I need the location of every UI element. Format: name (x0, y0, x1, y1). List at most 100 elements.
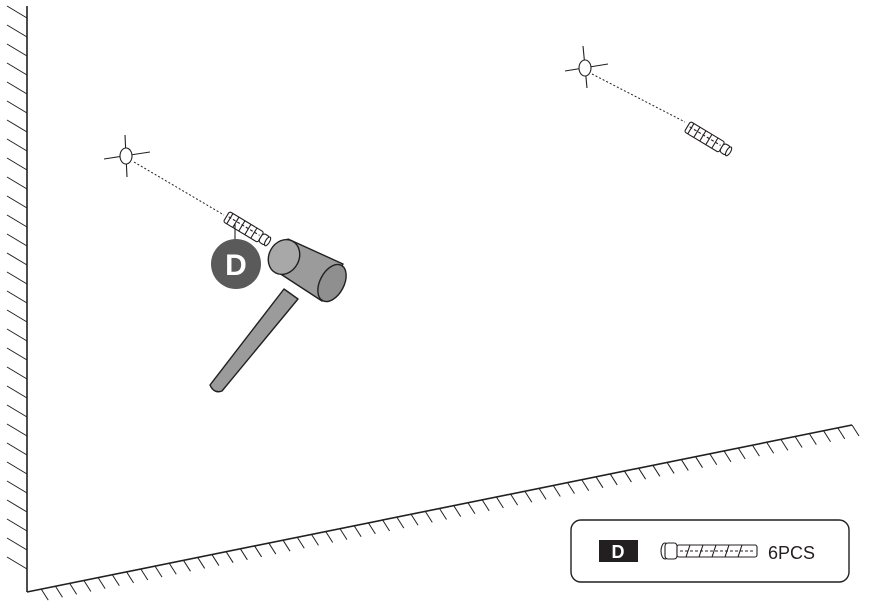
wall-hatch-mark (6, 119, 28, 133)
floor-hatch-mark (325, 531, 334, 543)
floor-hatch-mark (510, 493, 519, 506)
floor-hatch-mark (752, 444, 760, 457)
floor-hatch-mark (481, 499, 490, 512)
floor-hatch-mark (638, 467, 647, 480)
floor-hatch-mark (339, 528, 348, 540)
callout-label: D (225, 249, 247, 282)
floor-hatch-mark (737, 447, 746, 460)
floor-hatch-mark (55, 585, 63, 598)
floor-hatch-mark (851, 424, 860, 437)
floor-hatch-mark (680, 459, 689, 471)
floor-hatch-mark (467, 502, 476, 515)
wall-hatch-mark (6, 138, 28, 152)
floor-hatch-mark (609, 473, 618, 486)
floor-hatch-mark (794, 436, 803, 448)
floor-hatch-mark (709, 453, 718, 466)
floor-hatch-mark (581, 479, 590, 491)
floor-hatch-mark (69, 583, 78, 595)
wall-anchor-icon (223, 211, 272, 247)
floor-hatch-mark (780, 439, 789, 451)
floor-hatch-mark (837, 427, 846, 440)
guide-line-right (591, 73, 686, 123)
wall-hatch-mark (6, 366, 28, 380)
floor-hatch-mark (808, 433, 817, 445)
crosshair-icon (103, 134, 151, 178)
floor-hatch-mark (695, 456, 703, 468)
wall-hatch-mark (6, 556, 28, 570)
parts-legend: D 6PCS (570, 519, 850, 583)
floor-hatch-mark (396, 516, 405, 529)
wall-hatch-mark (6, 214, 28, 228)
wall-hatch-mark (6, 518, 28, 532)
floor-hatch-mark (723, 450, 732, 463)
legend-quantity: 6PCS (768, 543, 815, 563)
floor-hatch-mark (168, 562, 177, 575)
wall-hatch-mark (6, 290, 28, 304)
floor-hatch-mark (197, 557, 206, 569)
floor-hatch-mark (424, 511, 433, 523)
drill-point-right (564, 45, 733, 157)
wall-hatch-mark (6, 309, 28, 323)
floor-hatch-mark (652, 465, 661, 477)
wall-hatch-mark (6, 404, 28, 418)
wall-hatch-mark (6, 423, 28, 437)
hammer-icon (209, 238, 347, 393)
floor-hatch-mark (282, 539, 291, 552)
floor-hatch-mark (353, 525, 362, 538)
wall-hatch-mark (6, 195, 28, 209)
legend-part-label: D (612, 542, 625, 562)
floor-hatch-mark (623, 470, 632, 483)
wall-hatch-mark (6, 537, 28, 551)
floor-hatch-mark (239, 548, 248, 561)
floor-hatch-mark (453, 505, 462, 517)
wall-hatch-mark (6, 252, 28, 266)
floor-edge (26, 424, 860, 601)
wall-hatch-mark (6, 385, 28, 399)
floor-hatch-mark (268, 542, 277, 555)
floor-hatch-mark (538, 488, 547, 500)
wall-hatch-mark (6, 347, 28, 361)
floor-hatch-mark (524, 490, 533, 503)
guide-line-left (133, 161, 225, 216)
wall-hatch-mark (6, 461, 28, 475)
floor-hatch-mark (140, 568, 149, 581)
wall-hatch-mark (6, 100, 28, 114)
floor-hatch-mark (823, 430, 831, 443)
wall-edge (6, 5, 28, 592)
wall-hatch-mark (6, 233, 28, 247)
wall-hatch-mark (6, 24, 28, 38)
wall-hatch-mark (6, 480, 28, 494)
callout-d: D (211, 224, 261, 289)
floor-hatch-mark (410, 513, 419, 526)
wall-hatch-mark (6, 176, 28, 190)
floor-hatch-mark (211, 554, 220, 566)
floor-hatch-mark (225, 551, 234, 563)
floor-hatch-mark (567, 482, 575, 494)
crosshair-icon (564, 45, 609, 89)
floor-hatch-mark (154, 565, 163, 578)
wall-anchor-icon (684, 121, 733, 157)
floor-hatch-mark (97, 577, 106, 589)
floor-hatch-mark (126, 571, 134, 584)
floor-hatch-mark (666, 462, 675, 474)
wall-hatch-mark (6, 271, 28, 285)
floor-hatch-mark (311, 534, 319, 546)
floor-hatch-mark (382, 519, 391, 532)
floor-hatch-mark (552, 485, 561, 497)
floor-hatch-mark (367, 522, 376, 535)
drill-point-left (103, 134, 272, 247)
wall-hatch-mark (6, 62, 28, 76)
floor-hatch-mark (439, 508, 447, 520)
wall-hatch-mark (6, 81, 28, 95)
floor-hatch-mark (296, 537, 305, 549)
wall-hatch-mark (6, 43, 28, 57)
wall-hatch-mark (6, 328, 28, 342)
floor-hatch-mark (183, 560, 191, 572)
floor-hatch-mark (83, 580, 92, 592)
legend-part-badge (599, 540, 638, 562)
floor-hatch-mark (595, 476, 604, 489)
wall-hatch-mark (6, 499, 28, 513)
wall-hatch-mark (6, 157, 28, 171)
floor-hatch-mark (111, 574, 120, 586)
